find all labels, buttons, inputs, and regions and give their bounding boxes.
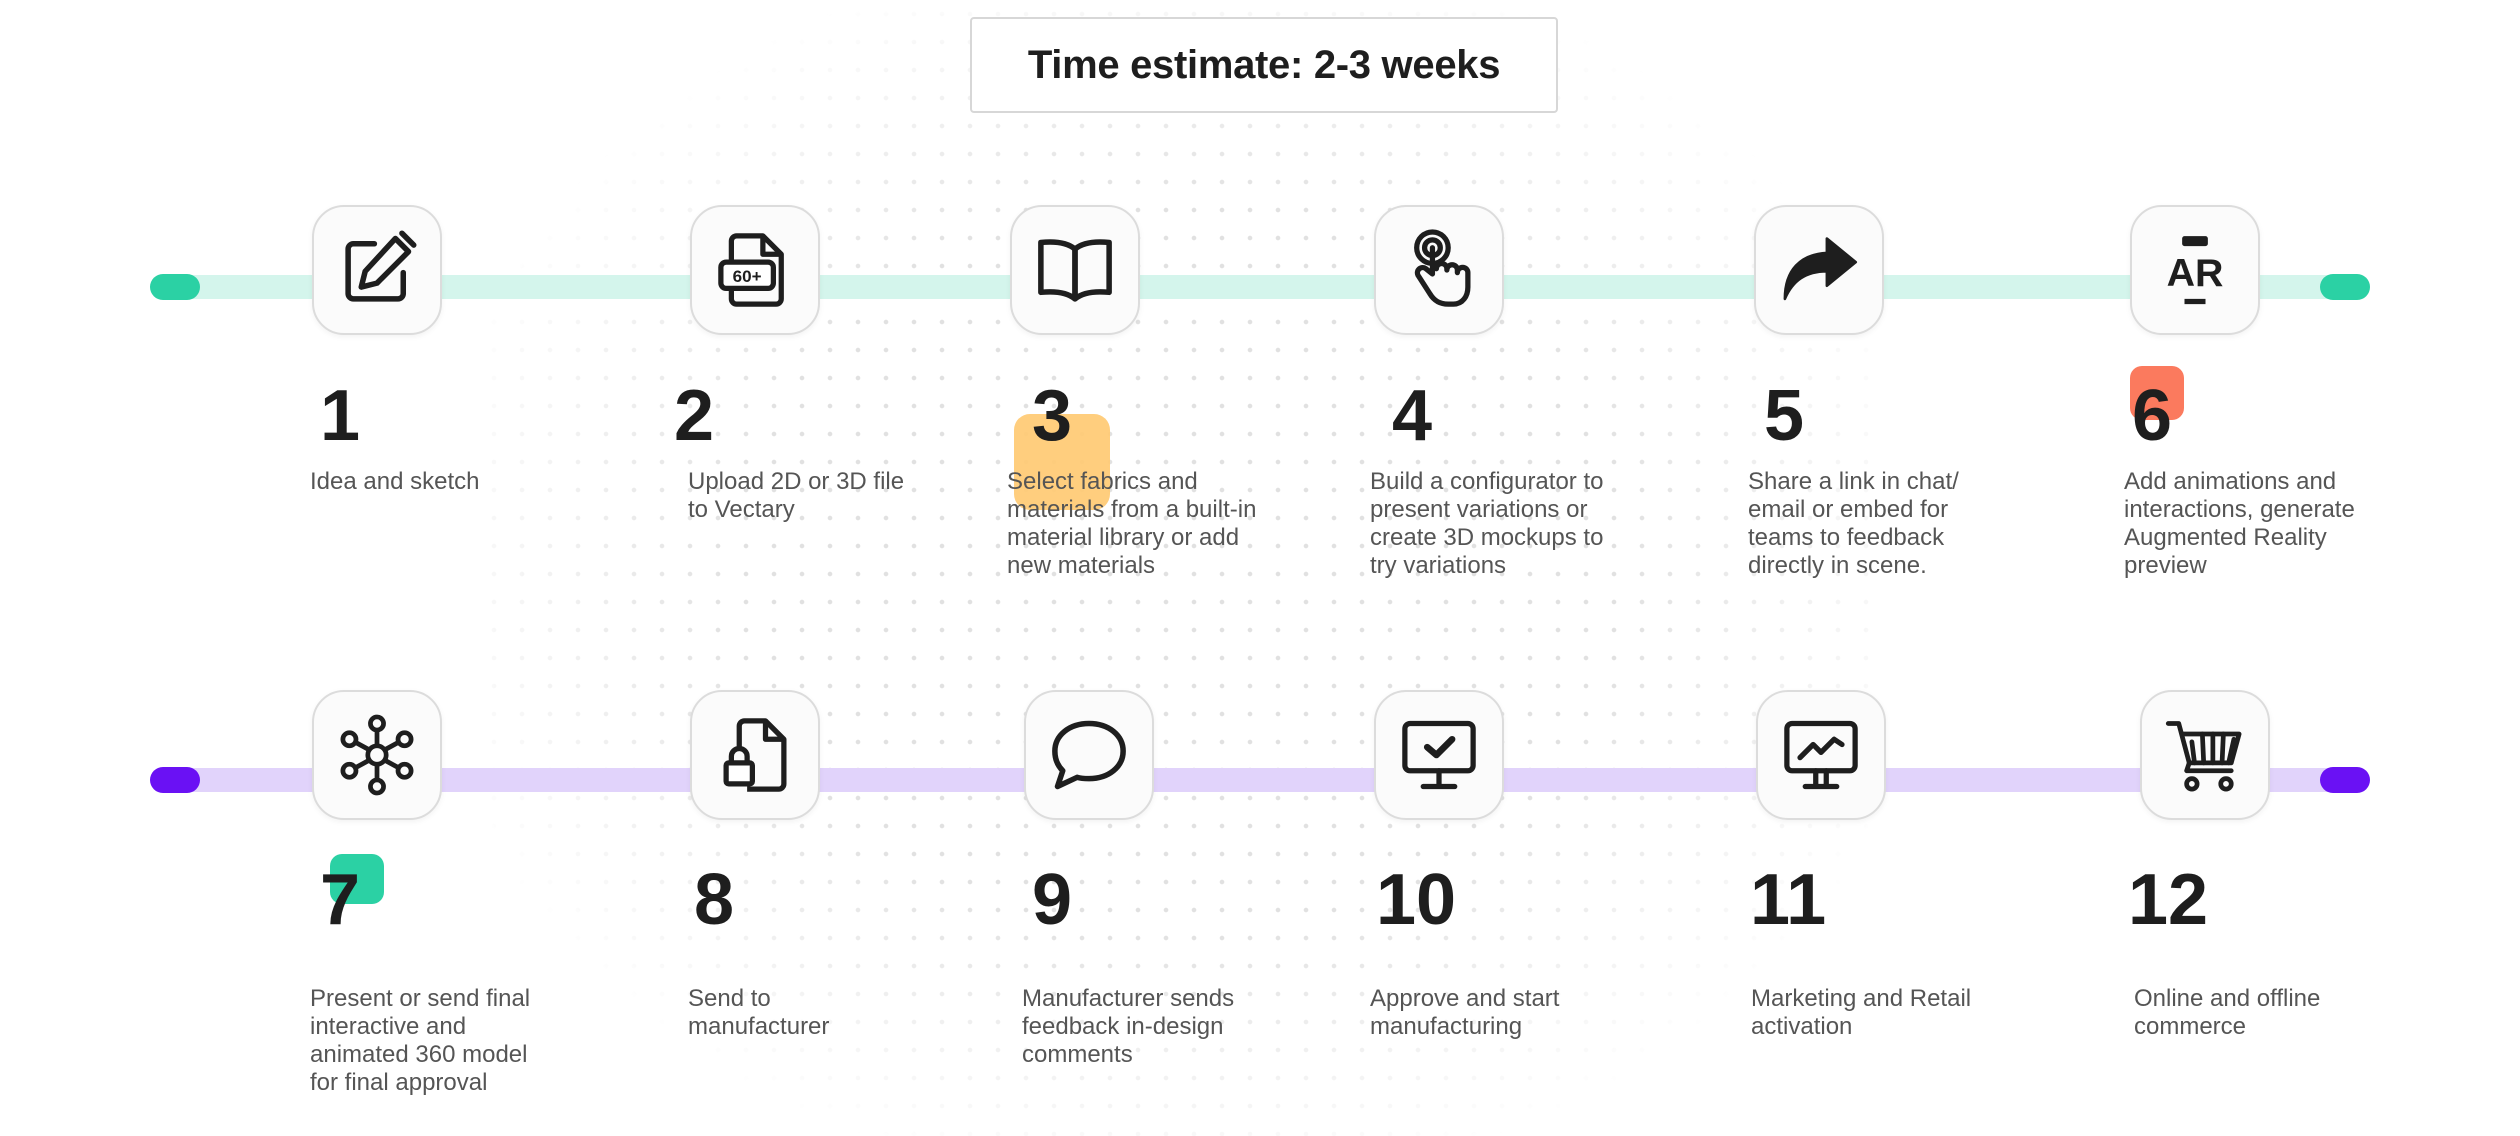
step-3-description: Select fabrics and materials from a buil… (1007, 468, 1257, 579)
step-4-description: Build a configurator to present variatio… (1370, 468, 1604, 579)
step-9-number: 9 (1032, 860, 1073, 940)
timeline-track-row-2 (162, 768, 2352, 792)
step-10-number: 10 (1376, 860, 1457, 940)
monitor-chart-icon (1784, 720, 1858, 790)
open-book-icon (1038, 239, 1112, 302)
step-10-description: Approve and start manufacturing (1370, 985, 1560, 1040)
step-11-icon-box (1756, 690, 1886, 820)
dot-grid-background (480, 0, 1880, 1136)
timeline-track-row-1 (162, 275, 2352, 299)
timeline-end-cap-row-1 (2320, 274, 2370, 300)
svg-text:60+: 60+ (733, 267, 762, 286)
step-8-icon-box (690, 690, 820, 820)
timeline-start-cap-row-1 (150, 274, 200, 300)
monitor-check-icon (1402, 720, 1476, 790)
step-2-description: Upload 2D or 3D file to Vectary (688, 468, 905, 523)
edit-pencil-icon (345, 230, 417, 302)
time-estimate-title: Time estimate: 2-3 weeks (970, 17, 1558, 113)
step-11-description: Marketing and Retail activation (1751, 985, 1972, 1040)
touch-tap-icon (1414, 229, 1471, 307)
step-6-number: 6 (2132, 376, 2173, 456)
ar-icon: AR (2167, 236, 2224, 305)
step-6-icon-box: AR (2130, 205, 2260, 335)
step-12-number: 12 (2128, 860, 2209, 940)
step-7-number: 7 (320, 860, 361, 940)
step-4-icon-box (1374, 205, 1504, 335)
step-9-description: Manufacturer sends feedback in-design co… (1022, 985, 1235, 1068)
step-1-number: 1 (320, 376, 361, 456)
step-4-number: 4 (1392, 376, 1433, 456)
shopping-cart-icon (2165, 721, 2242, 792)
step-8-description: Send to manufacturer (688, 985, 830, 1040)
step-10-icon-box (1374, 690, 1504, 820)
timeline-end-cap-row-2 (2320, 767, 2370, 793)
locked-file-icon (723, 718, 787, 792)
step-1-icon-box (312, 205, 442, 335)
step-11-number: 11 (1750, 860, 1827, 940)
step-2-icon-box: 60+ (690, 205, 820, 335)
step-12-description: Online and offline commerce (2134, 985, 2321, 1040)
file-60plus-icon: 60+ (718, 233, 784, 307)
chat-bubble-icon (1052, 720, 1126, 790)
step-9-icon-box (1024, 690, 1154, 820)
step-12-icon-box (2140, 690, 2270, 820)
step-6-description: Add animations and interactions, generat… (2124, 468, 2355, 579)
step-2-number: 2 (674, 376, 715, 456)
step-1-description: Idea and sketch (310, 468, 480, 495)
step-3-icon-box (1010, 205, 1140, 335)
step-3-highlight (1014, 414, 1110, 510)
step-6-highlight (2130, 366, 2184, 420)
timeline-start-cap-row-2 (150, 767, 200, 793)
step-8-number: 8 (694, 860, 735, 940)
step-7-icon-box (312, 690, 442, 820)
network-nodes-icon (340, 714, 414, 796)
step-7-description: Present or send final interactive and an… (310, 985, 531, 1096)
step-5-icon-box (1754, 205, 1884, 335)
step-3-number: 3 (1032, 376, 1073, 456)
svg-text:AR: AR (2167, 251, 2224, 295)
share-arrow-icon (1783, 237, 1858, 301)
step-5-description: Share a link in chat/ email or embed for… (1748, 468, 1959, 579)
step-5-number: 5 (1764, 376, 1805, 456)
step-7-highlight (330, 854, 384, 904)
